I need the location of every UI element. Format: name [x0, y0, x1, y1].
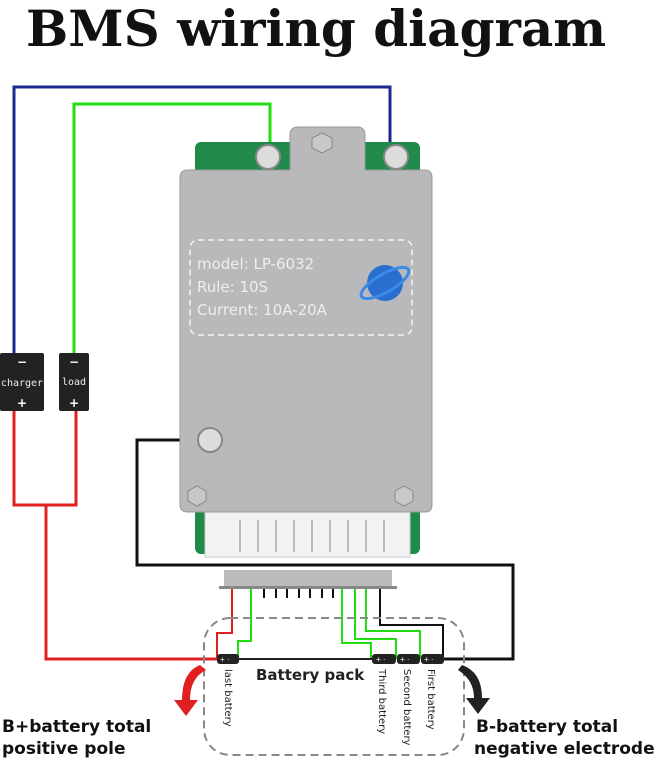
battery-cell: + · — [397, 654, 420, 664]
cell-label-last: last battery — [222, 669, 233, 727]
load-block: − load + — [59, 353, 89, 411]
load-label: load — [62, 377, 86, 388]
balance-wire — [365, 589, 421, 659]
charger-label: charger — [1, 378, 43, 389]
diagram-title: BMS wiring diagram — [26, 0, 606, 58]
positive-pole-line2: positive pole — [2, 739, 125, 759]
balance-wire — [216, 589, 233, 659]
charger-minus: − — [17, 355, 27, 369]
balance-connector — [219, 570, 397, 598]
negative-pole-line2: negative electrode — [474, 739, 655, 759]
negative-pole-line1: B-battery total — [476, 717, 618, 737]
cell-label-second: Second battery — [401, 669, 412, 746]
balance-wire — [354, 589, 397, 659]
balance-wire — [379, 589, 444, 659]
load-minus: − — [69, 355, 79, 369]
svg-text:+ ·: + · — [376, 655, 386, 664]
blue-wire — [12, 85, 392, 354]
screw-hole-icon — [197, 427, 223, 453]
bms-board: model: LP-6032 Rule: 10S Current: 10A-20… — [179, 126, 433, 558]
charger-plus: + — [17, 396, 27, 410]
green-wire-load — [72, 102, 272, 354]
battery-cell: + · — [372, 654, 396, 664]
battery-cell: + · — [421, 654, 444, 664]
balance-wire — [341, 589, 372, 659]
board-current-label: Current: 10A-20A — [197, 301, 328, 319]
board-rule-label: Rule: 10S — [197, 278, 268, 296]
red-wire-charger — [12, 410, 78, 507]
svg-text:+ ·: + · — [424, 655, 434, 664]
svg-text:+ ·: + · — [220, 655, 230, 664]
screw-hole-icon — [255, 144, 281, 170]
positive-pole-line1: B+battery total — [2, 717, 151, 737]
red-wire-bplus — [44, 505, 218, 661]
svg-text:+ ·: + · — [400, 655, 410, 664]
brand-logo-icon — [359, 265, 411, 301]
red-arrow-icon — [174, 665, 206, 716]
screw-hole-icon — [383, 144, 409, 170]
load-plus: + — [69, 396, 79, 410]
battery-cell: + · — [217, 654, 239, 664]
battery-pack-outline — [203, 617, 465, 756]
charger-block: − charger + — [0, 353, 44, 411]
cell-label-first: First battery — [425, 669, 436, 730]
black-arrow-icon — [458, 665, 490, 714]
board-model-label: model: LP-6032 — [197, 255, 314, 273]
black-wire-bminus — [135, 438, 515, 661]
cell-label-third: Third battery — [376, 668, 387, 734]
balance-wire — [237, 589, 252, 659]
battery-pack-label: Battery pack — [256, 666, 365, 684]
